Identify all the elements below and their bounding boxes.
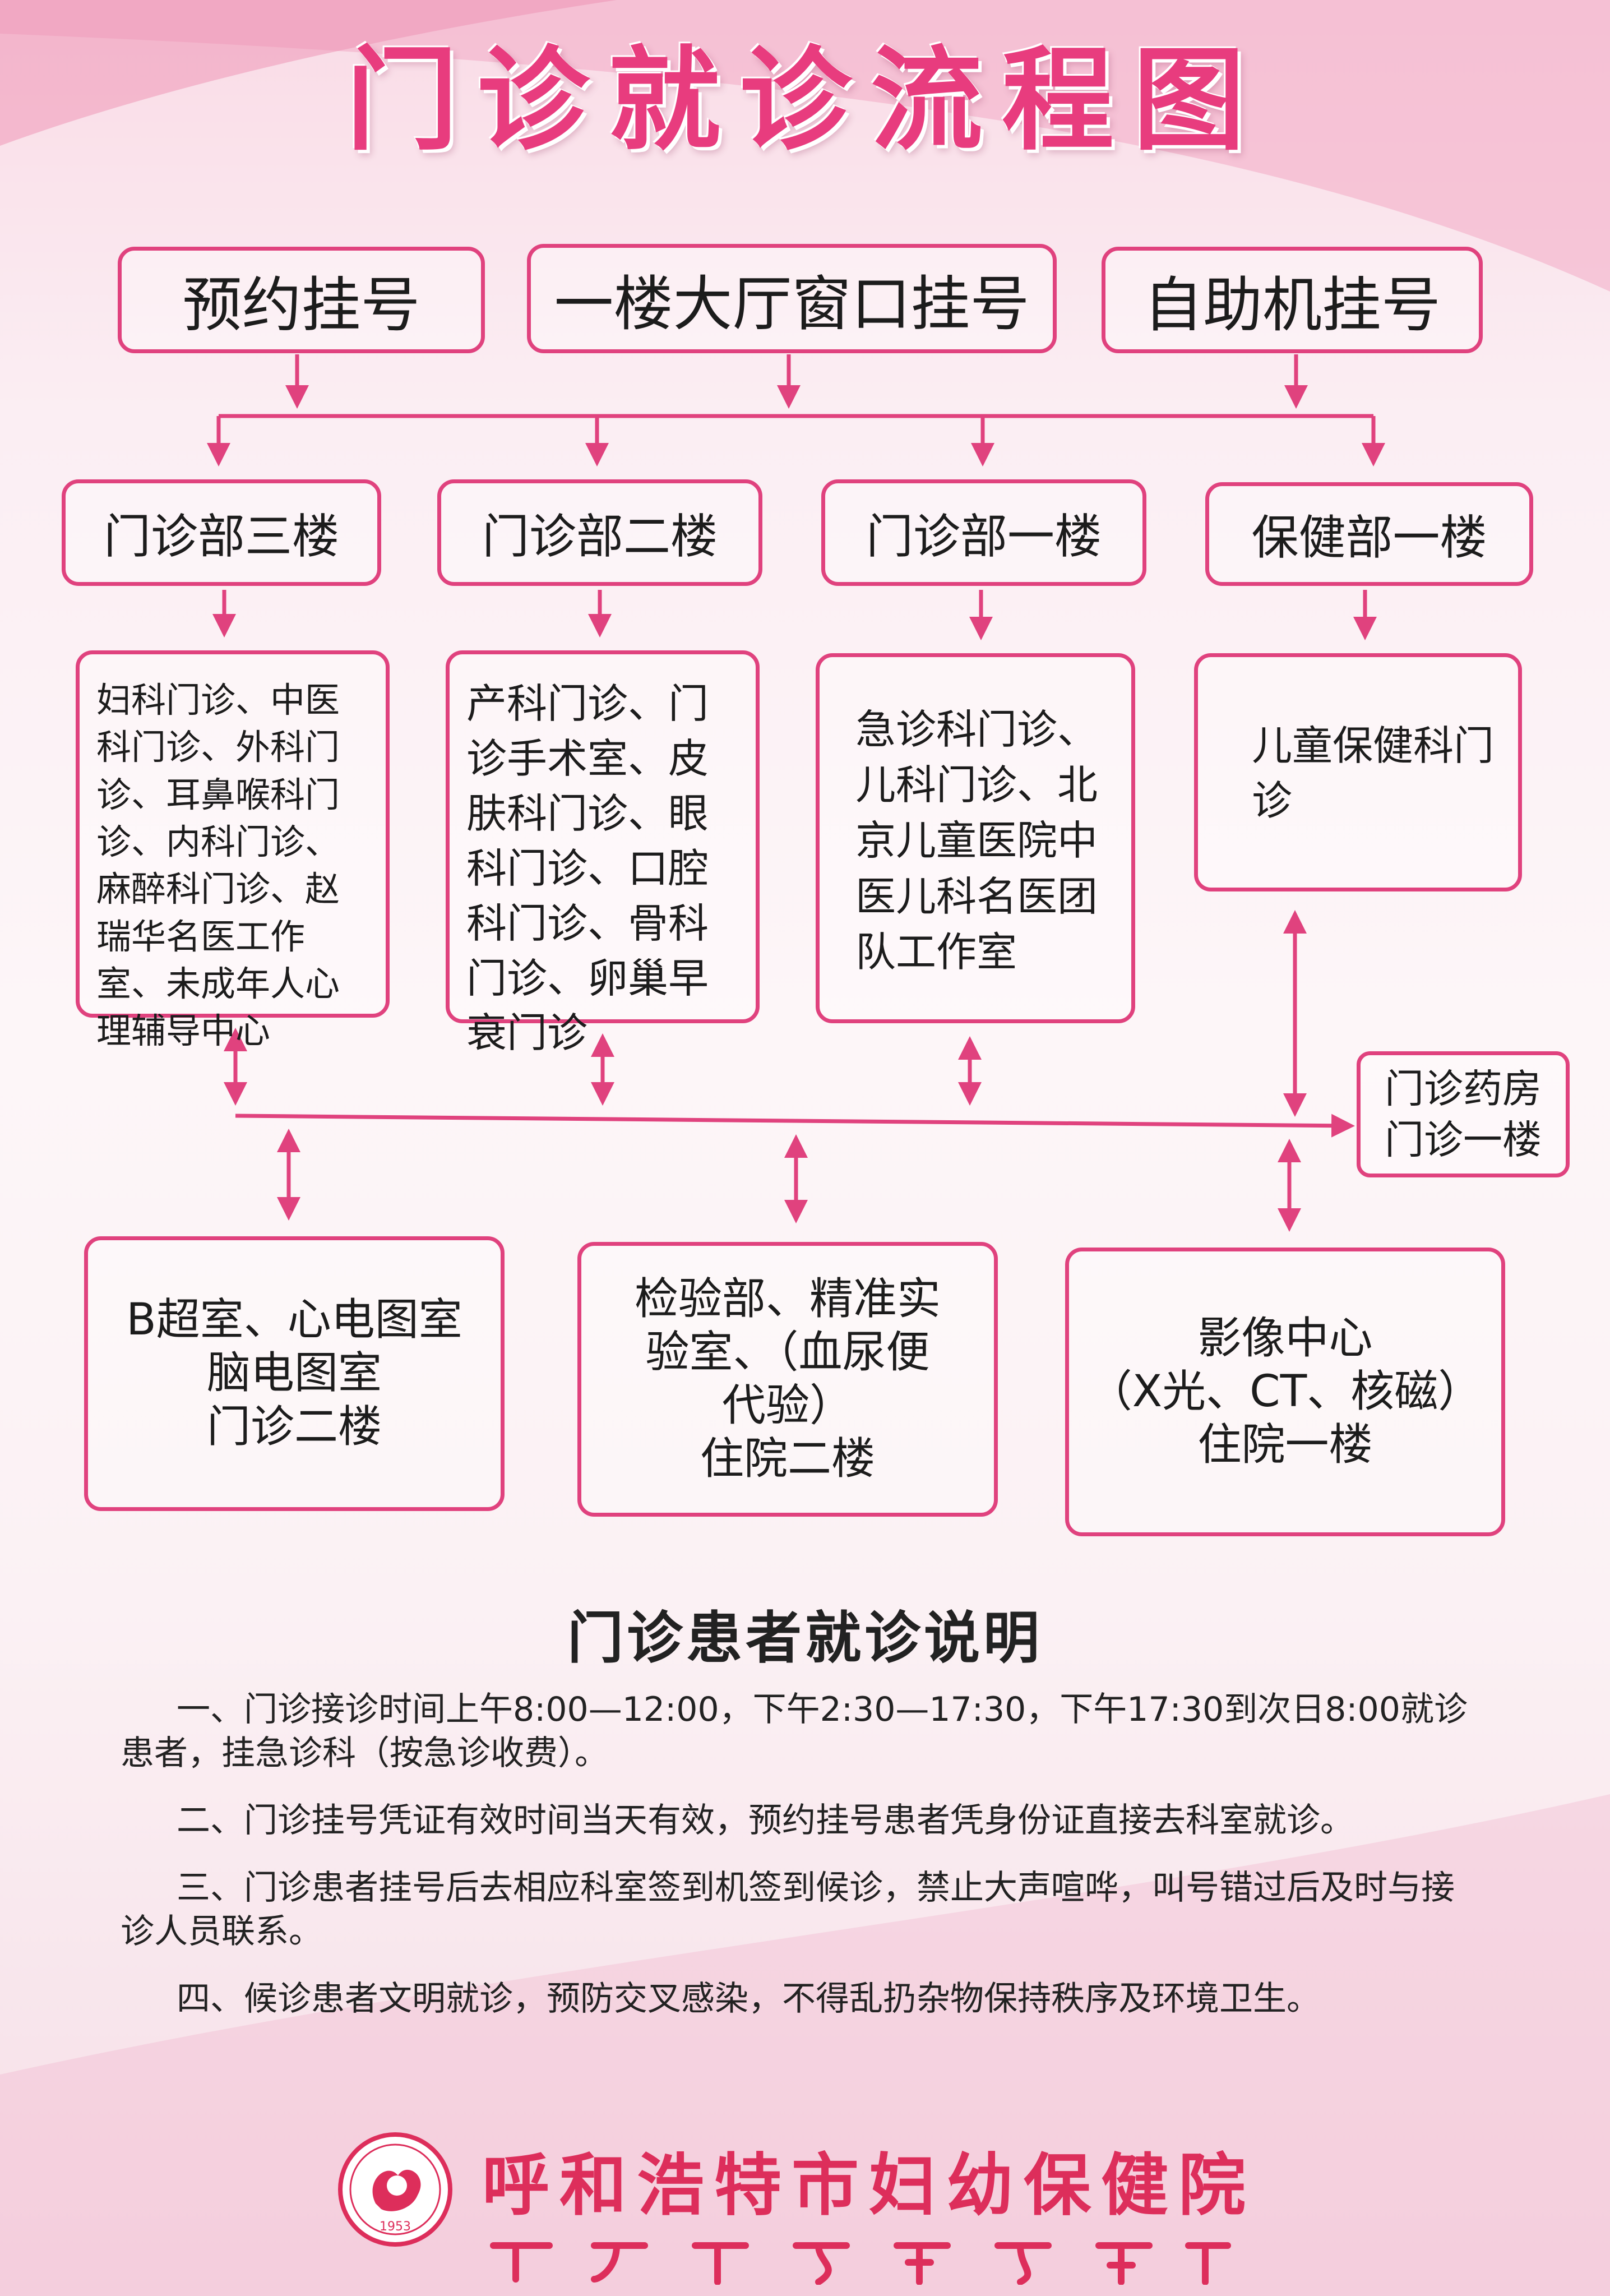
floor-healthcare-1: 保健部一楼 [1205,482,1533,586]
page-title: 门诊就诊流程图 [345,35,1264,166]
service-imaging: 影像中心 （X光、CT、核磁） 住院一楼 [1065,1248,1505,1536]
notes-list: 一、门诊接诊时间上午8:00—12:00，下午2:30—17:30，下午17:3… [121,1688,1477,2044]
departments-floor-3: 妇科门诊、中医科门诊、外科门诊、耳鼻喉科门诊、内科门诊、麻醉科门诊、赵瑞华名医工… [76,650,390,1051]
mongolian-script-icon [490,2242,1231,2285]
registration-appointment: 预约挂号 [118,247,485,353]
departments-healthcare: 儿童保健科门诊 [1194,653,1522,891]
note-item: 四、候诊患者文明就诊，预防交叉感染，不得乱扔杂物保持秩序及环境卫生。 [177,1979,1320,2018]
logo-year: 1953 [380,2220,411,2234]
registration-window: 一楼大厅窗口挂号 [527,244,1057,353]
note-item: 一、门诊接诊时间上午8:00—12:00，下午2:30—17:30，下午17:3… [121,1690,1468,1773]
service-ultrasound-ecg: B超室、心电图室 脑电图室 门诊二楼 [84,1236,505,1511]
hub-line [235,1114,1355,1138]
notes-title: 门诊患者就诊说明 [567,1605,1043,1671]
hospital-logo-icon: 1953 [338,2132,452,2247]
note-item: 二、门诊挂号凭证有效时间当天有效，预约挂号患者凭身份证直接去科室就诊。 [177,1801,1354,1840]
service-laboratory: 检验部、精准实 验室、（血尿便 代验） 住院二楼 [577,1242,998,1517]
floor-outpatient-1: 门诊部一楼 [821,479,1146,586]
outpatient-pharmacy: 门诊药房 门诊一楼 [1357,1051,1570,1177]
floor-outpatient-2: 门诊部二楼 [437,479,762,586]
floor-outpatient-3: 门诊部三楼 [62,479,381,586]
hospital-name: 呼和浩特市妇幼保健院 [482,2146,1256,2225]
departments-floor-2: 产科门诊、门诊手术室、皮肤科门诊、眼科门诊、口腔科门诊、骨科门诊、卵巢早衰门诊 [446,650,760,1056]
departments-floor-1: 急诊科门诊、儿科门诊、北京儿童医院中医儿科名医团队工作室 [816,653,1135,1023]
registration-kiosk: 自助机挂号 [1102,247,1483,353]
note-item: 三、门诊患者挂号后去相应科室签到机签到候诊，禁止大声喧哗，叫号错过后及时与接诊人… [121,1868,1455,1951]
